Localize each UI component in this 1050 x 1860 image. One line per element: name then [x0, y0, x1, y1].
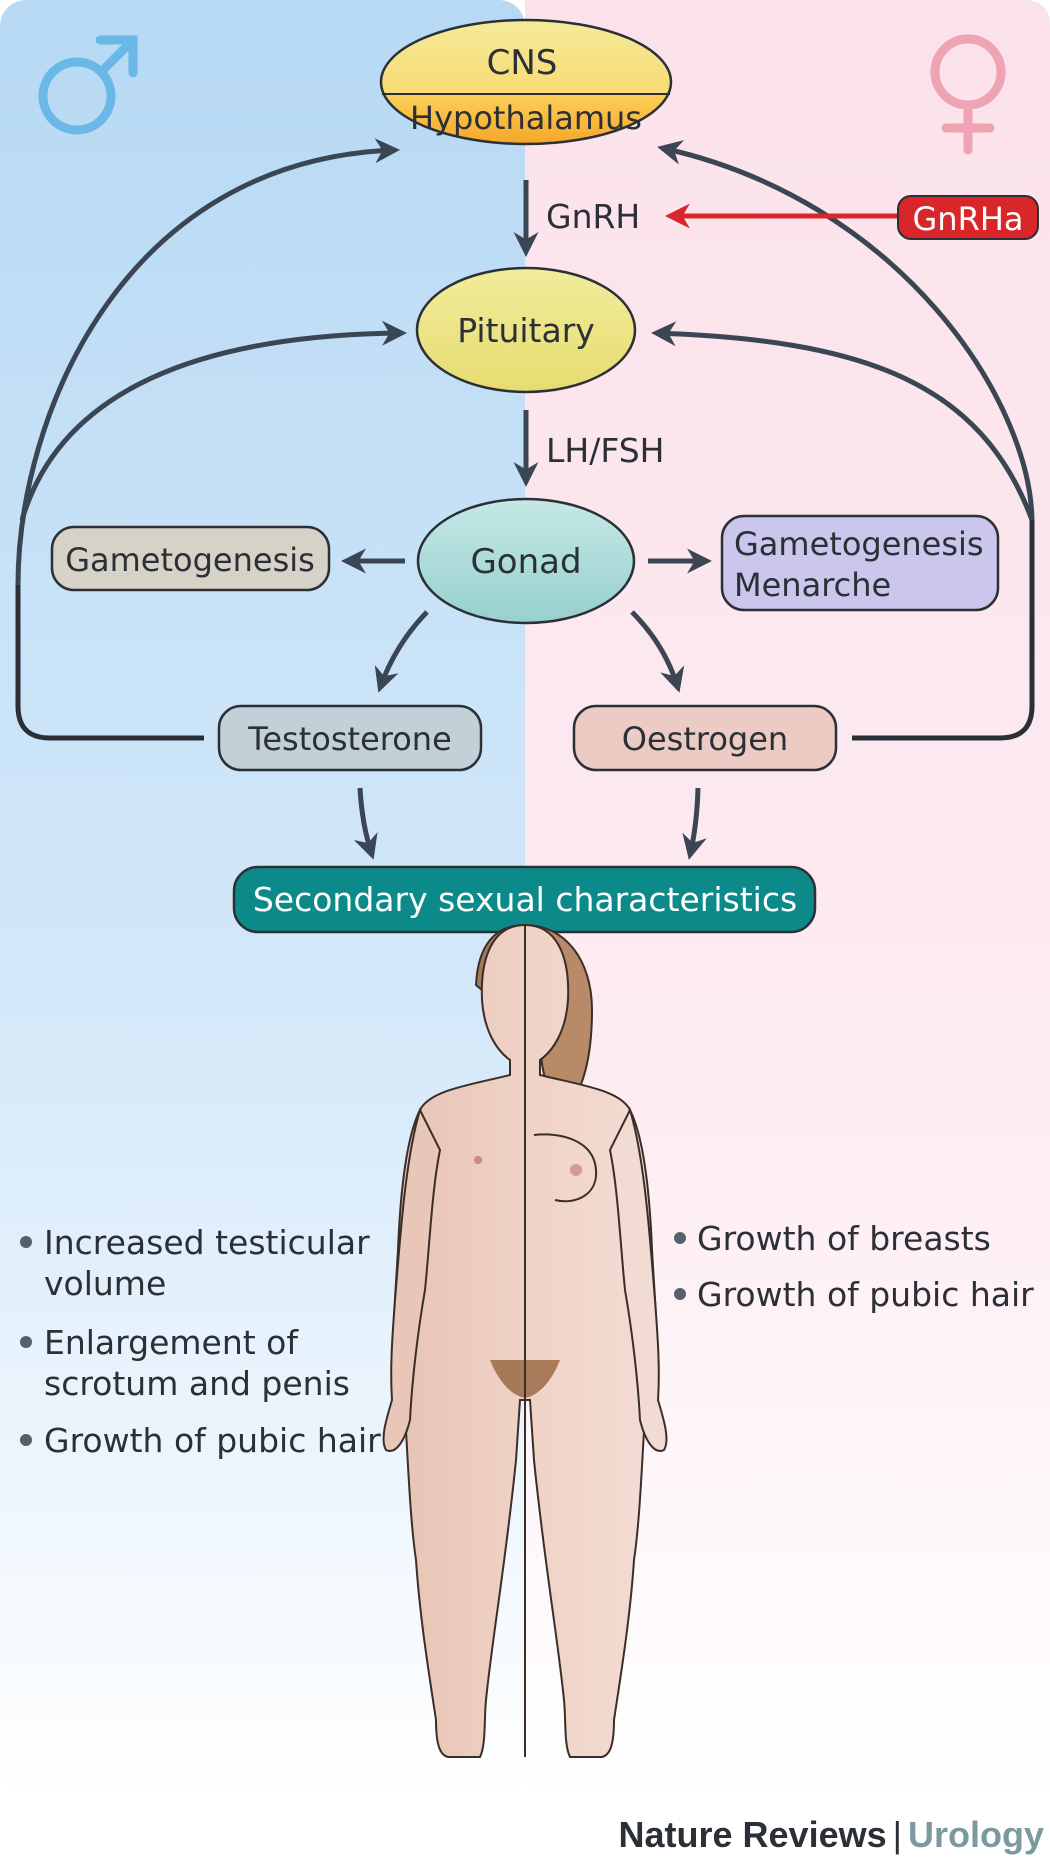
- arrow-testosterone-secondary: [353, 787, 378, 860]
- menarche-label: Menarche: [734, 566, 891, 604]
- testosterone-label: Testosterone: [247, 720, 452, 758]
- pituitary-node: Pituitary: [415, 266, 637, 394]
- mars-icon: [38, 35, 138, 135]
- male-trait-3: Growth of pubic hair: [44, 1421, 381, 1460]
- arrow-gonad-oestrogen: [630, 610, 685, 693]
- feedback-loops: [15, 520, 1035, 741]
- gnrh-label: GnRH: [546, 197, 640, 236]
- pituitary-label: Pituitary: [457, 311, 595, 350]
- footer-journal: Urology: [907, 1814, 1044, 1855]
- secondary-characteristics-node: Secondary sexual characteristics: [232, 865, 817, 934]
- journal-footer: Nature Reviews|Urology: [619, 1814, 1045, 1856]
- lhfsh-label: LH/FSH: [546, 431, 664, 470]
- gnrha-node: GnRHa: [897, 195, 1039, 240]
- gametogenesis-male-node: Gametogenesis: [50, 525, 331, 592]
- secondary-characteristics-label: Secondary sexual characteristics: [253, 880, 797, 919]
- gametogenesis-female-node: Gametogenesis Menarche: [720, 514, 1000, 612]
- gametogenesis-male-label: Gametogenesis: [65, 541, 315, 579]
- cns-hypothalamus-node: CNS Hypothalamus: [379, 18, 673, 146]
- oestrogen-node: Oestrogen: [572, 704, 838, 772]
- feedback-arrow-male-pituitary: [19, 320, 407, 521]
- venus-icon: [930, 34, 1006, 155]
- feedback-arrow-female-hypothalamus: [657, 140, 1035, 521]
- male-traits-list: Increased testicular volume Enlargement …: [20, 1223, 381, 1460]
- human-body-illustration: [382, 923, 668, 1758]
- oestrogen-feedback-line: [852, 520, 1035, 741]
- arrow-oestrogen-secondary: [682, 787, 707, 860]
- male-trait-1-line-1: Increased testicular: [44, 1223, 370, 1262]
- footer-separator: |: [892, 1814, 902, 1855]
- gonad-node: Gonad: [416, 497, 636, 625]
- male-trait-2-line-2: scrotum and penis: [44, 1364, 350, 1403]
- testosterone-feedback-line: [15, 585, 204, 741]
- female-traits-list: Growth of breasts Growth of pubic hair: [674, 1219, 1034, 1314]
- arrow-gonad-testosterone: [374, 610, 429, 693]
- gonad-label: Gonad: [470, 542, 581, 582]
- hypothalamus-label: Hypothalamus: [410, 99, 642, 137]
- oestrogen-label: Oestrogen: [622, 720, 788, 758]
- footer-brand: Nature Reviews: [618, 1814, 887, 1855]
- female-trait-2: Growth of pubic hair: [697, 1275, 1034, 1314]
- male-trait-2-line-1: Enlargement of: [44, 1323, 299, 1362]
- gametogenesis-female-label: Gametogenesis: [734, 525, 984, 563]
- testosterone-node: Testosterone: [217, 704, 483, 772]
- cns-label: CNS: [487, 43, 558, 83]
- feedback-arrow-female-pituitary: [651, 321, 1035, 521]
- gnrha-label: GnRHa: [913, 200, 1024, 238]
- female-trait-1: Growth of breasts: [697, 1219, 991, 1258]
- male-trait-1-line-2: volume: [44, 1264, 166, 1303]
